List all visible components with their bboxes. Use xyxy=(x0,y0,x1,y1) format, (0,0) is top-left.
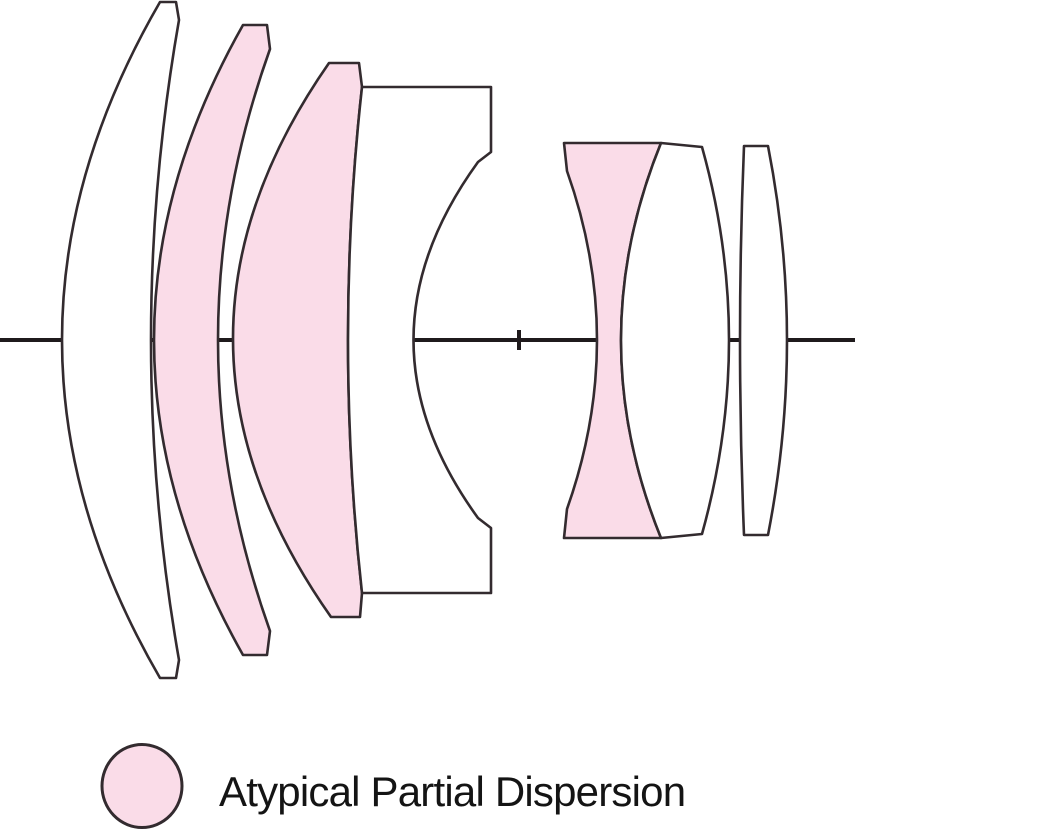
lens-element-3 xyxy=(231,61,364,619)
lens-elements xyxy=(60,0,789,680)
lens-element-1 xyxy=(60,0,181,680)
lens-element-4 xyxy=(346,85,493,595)
lens-element-6 xyxy=(619,141,731,540)
legend-label: Atypical Partial Dispersion xyxy=(219,768,685,815)
legend-swatch-circle xyxy=(100,743,184,829)
lens-element-7 xyxy=(738,144,789,537)
legend: Atypical Partial Dispersion xyxy=(100,743,686,829)
lens-element-2 xyxy=(152,23,272,657)
